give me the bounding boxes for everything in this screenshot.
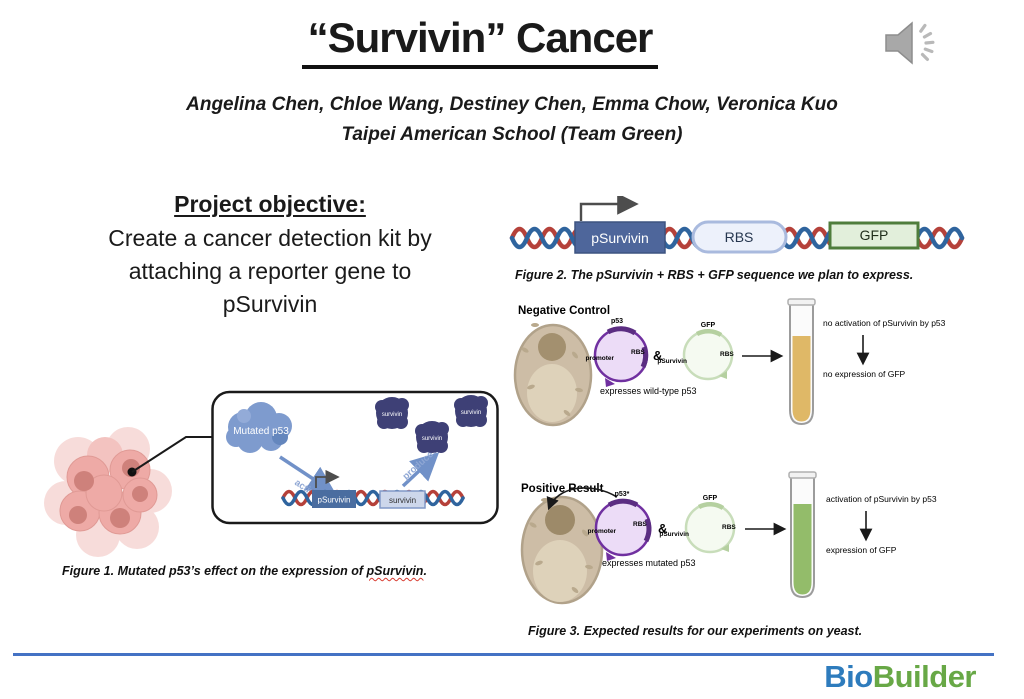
objective-line: Create a cancer detection kit by — [108, 225, 432, 251]
plasmid-gene-label: p53* — [615, 491, 630, 498]
yeast-cell — [520, 495, 604, 605]
positive-result-title: Positive Result — [521, 483, 604, 495]
figure3-caption: Figure 3. Expected results for our exper… — [528, 624, 863, 638]
survivin-gene-label: survivin — [389, 496, 416, 505]
p53-mut-plasmid: p53* promoter RBS — [587, 491, 652, 561]
authors-names: Angelina Chen, Chloe Wang, Destiney Chen… — [186, 94, 838, 115]
plasmid-rbs-label: RBS — [722, 524, 736, 531]
negative-control-row: Negative Control — [513, 298, 946, 427]
survivin-protein-label: survivin — [422, 436, 442, 442]
p53-plasmid: p53 promoter RBS — [585, 318, 649, 387]
speaker-body — [885, 21, 913, 65]
psurvivin-label: pSurvivin — [591, 230, 649, 246]
psurvivin-label: pSurvivin — [318, 496, 351, 505]
figure1-caption-psurvivin: pSurvivin — [366, 564, 424, 578]
test-tube-positive — [788, 471, 817, 599]
rbs-label: RBS — [725, 229, 754, 245]
result-text: no expression of GFP — [823, 369, 906, 379]
authors-school: Taipei American School (Team Green) — [341, 124, 683, 145]
figure3-results-diagram: Negative Control — [513, 298, 946, 605]
title-wrap: “Survivin” Cancer — [0, 14, 960, 69]
rbs-box: RBS — [691, 220, 788, 254]
gfp-label: GFP — [860, 227, 889, 243]
plasmid-note: expresses mutated p53 — [602, 558, 696, 568]
plasmid-gene-label: p53 — [611, 318, 623, 325]
plasmid-promoter-label: promoter — [587, 528, 616, 535]
gfp-box: GFP — [828, 221, 920, 250]
survivin-proteins: survivin survivin survivin — [375, 395, 488, 453]
tumor-cell-cluster — [44, 427, 172, 557]
biobuilder-logo-builder: Builder — [872, 659, 977, 694]
project-objective: Project objective: Create a cancer detec… — [40, 191, 500, 321]
psurvivin-gene-box: pSurvivin — [312, 490, 356, 508]
speaker-icon[interactable] — [876, 16, 946, 70]
promoter-arrow-icon — [579, 196, 639, 221]
callout-line — [131, 436, 213, 473]
result-text: no activation of pSurvivin by p53 — [823, 318, 946, 328]
figure1-caption-prefix: Figure 1. Mutated p53’s effect on the ex… — [62, 564, 367, 578]
plasmid-psurvivin-label: pSurvivin — [657, 358, 687, 365]
plasmid-note: expresses wild-type p53 — [600, 386, 697, 396]
reporter-plasmid: GFP pSurvivin RBS — [657, 322, 734, 381]
figure2-construct-diagram: pSurvivin RBS GFP — [509, 196, 965, 254]
result-text: activation of pSurvivin by p53 — [826, 494, 937, 504]
plasmid-rbs-label: RBS — [631, 349, 645, 356]
biobuilder-logo-bio: Bio — [824, 659, 873, 694]
biobuilder-logo: BioBuilder — [824, 659, 976, 695]
plasmid-gfp-label: GFP — [701, 322, 716, 329]
negative-control-title: Negative Control — [518, 305, 610, 317]
authors: Angelina Chen, Chloe Wang, Destiney Chen… — [0, 90, 1024, 150]
positive-result-row: Positive Result — [520, 471, 937, 605]
mutated-p53-label: Mutated p53 — [233, 426, 289, 437]
result-text: expression of GFP — [826, 545, 897, 555]
promoter-arrow-icon — [315, 469, 340, 488]
ampersand: & — [658, 521, 667, 536]
mutated-p53-protein: Mutated p53 — [226, 402, 292, 453]
figure2-caption: Figure 2. The pSurvivin + RBS + GFP sequ… — [515, 268, 914, 282]
objective-line: attaching a reporter gene to — [128, 258, 412, 284]
survivin-gene-box: survivin — [379, 490, 426, 509]
speaker-sound-waves — [919, 23, 935, 62]
survivin-protein-label: survivin — [382, 412, 402, 418]
tube-liquid-negative — [792, 336, 811, 422]
footer-divider — [13, 653, 994, 656]
plasmid-psurvivin-label: pSurvivin — [659, 531, 689, 538]
test-tube-negative — [787, 298, 816, 426]
figure1-mechanism-diagram: Mutated p53 activates pSurvivin survivin… — [44, 390, 499, 557]
plasmid-promoter-label: promoter — [585, 355, 614, 362]
tube-liquid-positive — [793, 504, 812, 595]
figure1-caption-suffix: . — [423, 564, 427, 578]
ampersand: & — [653, 348, 662, 363]
objective-line: pSurvivin — [222, 291, 318, 317]
plasmid-rbs-label: RBS — [720, 351, 734, 358]
reporter-plasmid: GFP pSurvivin RBS — [659, 495, 736, 554]
activates-arrow — [279, 455, 336, 494]
psurvivin-promoter-box: pSurvivin — [574, 221, 666, 254]
figure1-caption: Figure 1. Mutated p53’s effect on the ex… — [62, 564, 492, 578]
produces-arrow — [401, 452, 440, 488]
survivin-protein-label: survivin — [461, 410, 481, 416]
mutation-arrow — [546, 487, 618, 511]
page-title: “Survivin” Cancer — [301, 14, 659, 69]
plasmid-rbs-label: RBS — [633, 521, 647, 528]
objective-heading: Project objective: — [174, 191, 366, 217]
yeast-cell — [513, 323, 593, 427]
plasmid-gfp-label: GFP — [703, 495, 718, 502]
